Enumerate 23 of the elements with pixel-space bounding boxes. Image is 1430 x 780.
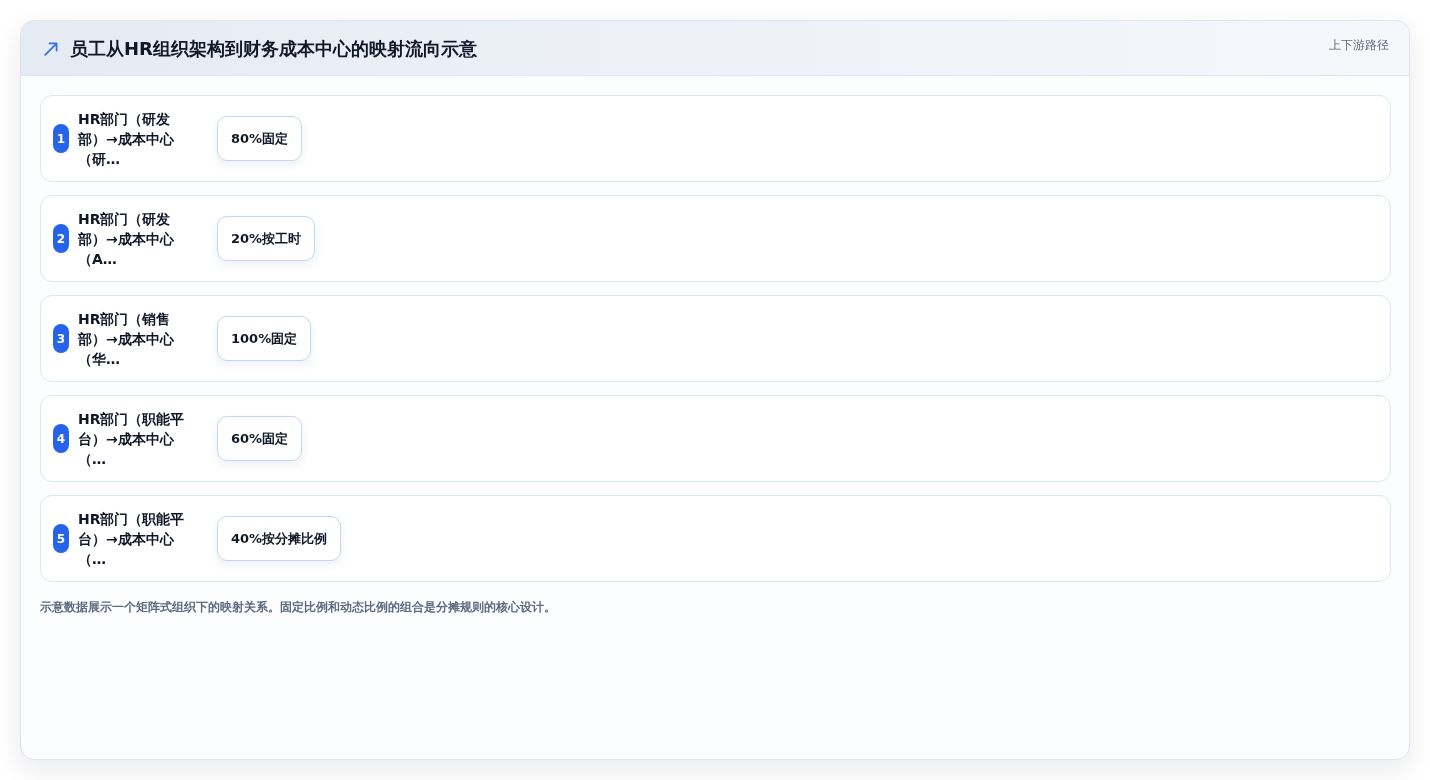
mapping-text: HR部门（职能平台）→成本中心（…	[78, 509, 186, 569]
number-badge: 1	[53, 124, 69, 153]
mapping-row	[40, 395, 1391, 482]
mapping-row	[40, 495, 1391, 582]
allocation-tag: 40%按分摊比例	[217, 516, 342, 561]
mapping-text: HR部门（职能平台）→成本中心（…	[78, 409, 186, 469]
number-badge: 5	[53, 524, 69, 553]
mapping-text: HR部门（研发部）→成本中心（研…	[78, 109, 175, 169]
mapping-row	[40, 95, 1391, 182]
mapping-row	[40, 195, 1391, 282]
number-badge: 3	[53, 324, 69, 353]
allocation-tag: 20%按工时	[217, 216, 316, 261]
header-note: 上下游路径	[1329, 37, 1389, 53]
number-badge: 4	[53, 424, 69, 453]
mapping-text: HR部门（销售部）→成本中心（华…	[78, 309, 175, 369]
footnote: 示意数据展示一个矩阵式组织下的映射关系。固定比例和动态比例的组合是分摊规则的核心设计。	[40, 599, 556, 615]
allocation-tag: 100%固定	[217, 316, 312, 361]
allocation-tag: 80%固定	[217, 116, 303, 161]
allocation-tag: 60%固定	[217, 416, 303, 461]
number-badge: 2	[53, 224, 69, 253]
mapping-text: HR部门（研发部）→成本中心（A…	[78, 209, 175, 269]
mapping-row	[40, 295, 1391, 382]
diagram-title: 员工从HR组织架构到财务成本中心的映射流向示意	[70, 37, 477, 61]
